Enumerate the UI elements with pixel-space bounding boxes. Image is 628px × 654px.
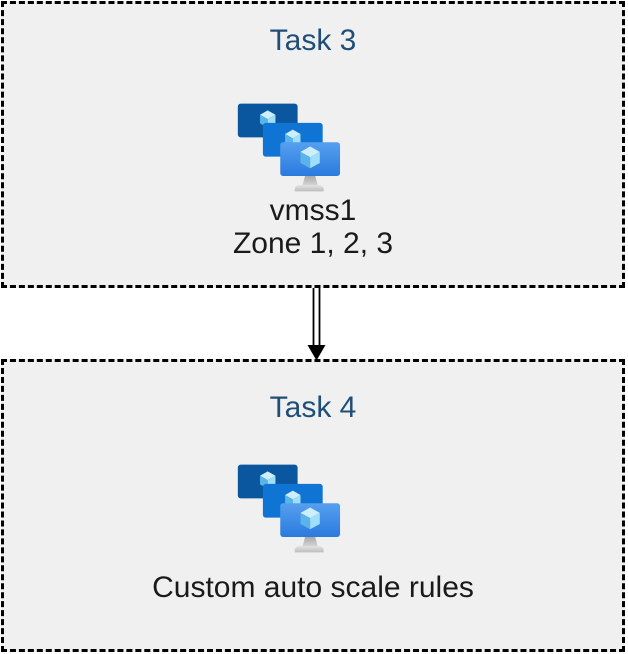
autoscale-rules-label: Custom auto scale rules [152, 571, 474, 604]
monitor-stand [302, 175, 318, 186]
vm-scale-sets-icon [233, 462, 341, 556]
monitor-stand [302, 536, 318, 547]
task3-box: Task 3 v [1, 1, 625, 288]
task3-title: Task 3 [269, 24, 357, 57]
arrowhead [307, 345, 326, 361]
task4-box: Task 4 C [1, 359, 625, 652]
flow-arrow-down [307, 288, 326, 361]
vm-scale-sets-icon [233, 101, 341, 195]
zone-label: Zone 1, 2, 3 [232, 227, 394, 260]
vmss-name-label: vmss1 [269, 194, 357, 227]
task4-title: Task 4 [269, 391, 357, 424]
